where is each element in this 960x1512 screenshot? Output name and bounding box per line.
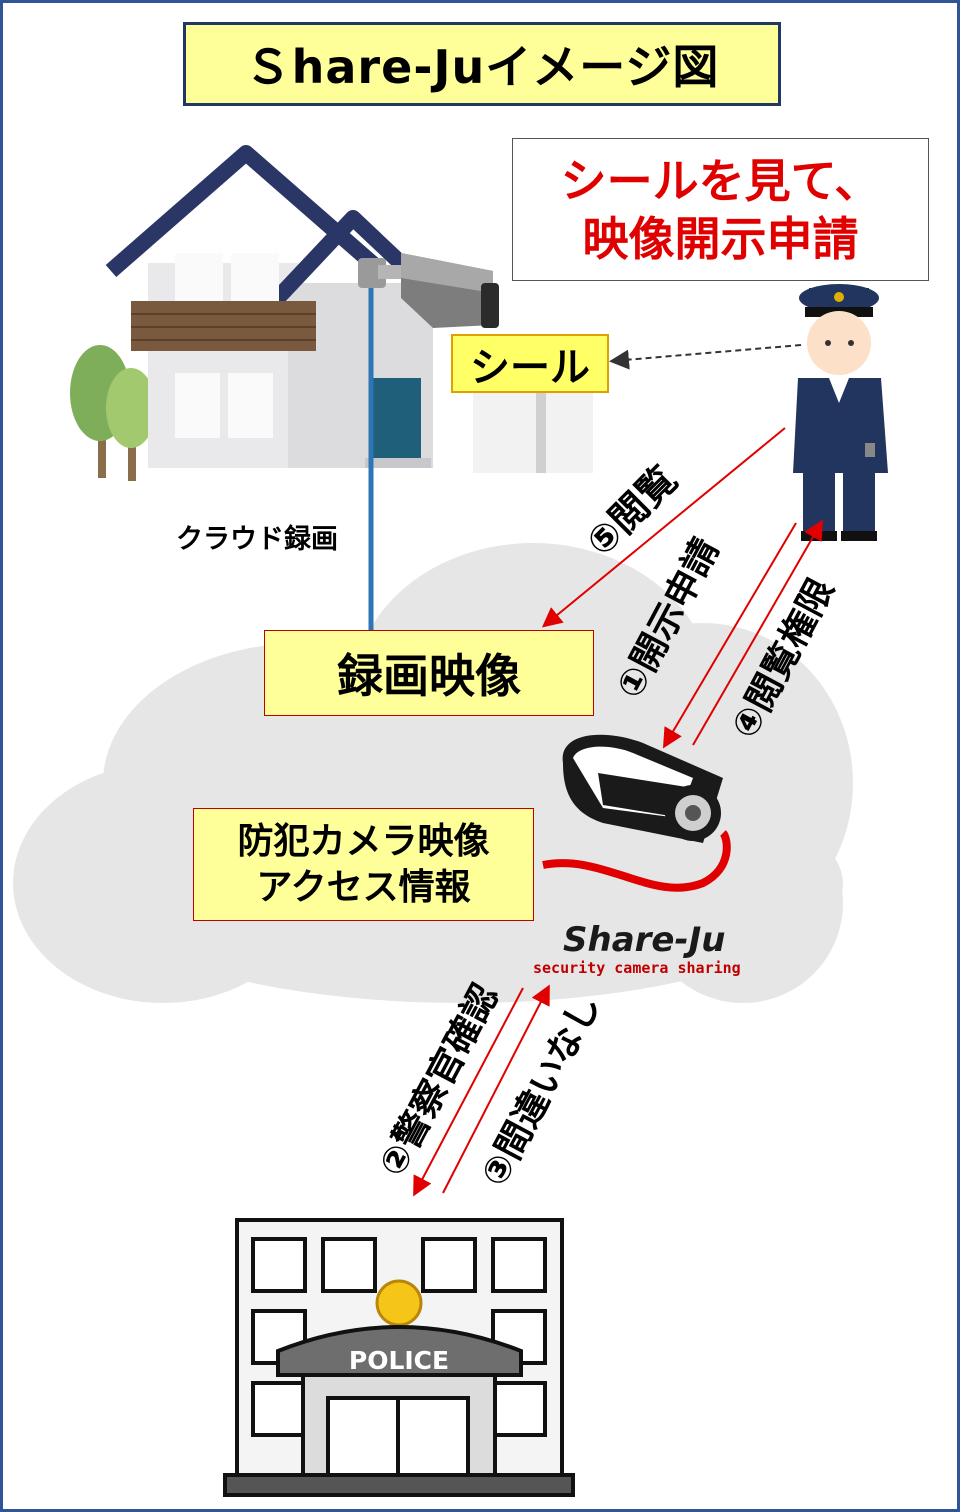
police-officer-icon xyxy=(793,284,888,541)
police-station-icon: POLICE xyxy=(223,1218,575,1497)
arrow-step2 xyxy=(413,987,524,1197)
cloud-icon xyxy=(13,543,853,1003)
seal-callout: シールを見て、 映像開示申請 xyxy=(512,138,929,281)
arrow-step1 xyxy=(662,522,797,749)
arrow-step3 xyxy=(442,984,550,1194)
cloud-recording-label: クラウド録画 xyxy=(176,524,338,555)
access-info-box: 防犯カメラ映像 アクセス情報 xyxy=(193,808,534,921)
diagram-canvas: Share-Ju security camera sharing POLICE xyxy=(13,145,888,1497)
trees-icon xyxy=(70,345,156,481)
police-sign: POLICE xyxy=(349,1346,449,1375)
recorded-video-box: 録画映像 xyxy=(264,630,594,716)
page-title: Ｓhare-Juイメージ図 xyxy=(183,22,781,106)
officer-to-seal-arrow xyxy=(609,344,802,370)
security-camera-icon xyxy=(358,253,499,328)
seal-sign: シール xyxy=(451,334,609,393)
house-icon xyxy=(105,145,449,468)
flow-arrows xyxy=(413,427,823,1197)
logo-name: Share-Ju xyxy=(563,920,725,960)
seal-post xyxy=(473,393,593,473)
share-ju-logo: Share-Ju security camera sharing xyxy=(533,734,741,977)
arrow-step4 xyxy=(692,519,823,746)
logo-tagline: security camera sharing xyxy=(533,959,741,977)
arrow-step5 xyxy=(541,427,786,628)
